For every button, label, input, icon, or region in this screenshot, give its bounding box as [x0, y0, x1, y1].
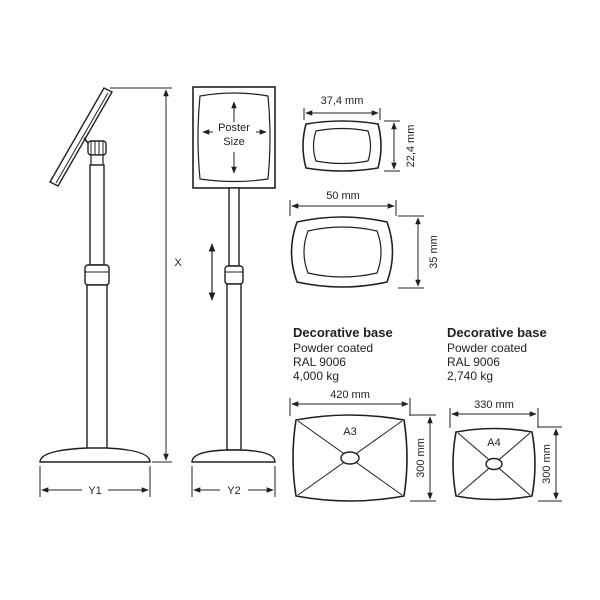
profile-small-height: 22,4 mm	[405, 125, 417, 168]
base-a3-width: 420 mm	[330, 389, 370, 401]
base-profile-1	[39, 447, 151, 463]
height-collar-2	[224, 265, 244, 285]
label-y1: Y1	[88, 485, 101, 497]
base-a3-height: 300 mm	[415, 438, 427, 478]
base-a3-spec: Decorative base Powder coated RAL 9006 4…	[293, 325, 393, 383]
base-a4-drawing: A4 330 mm 300 mm	[449, 399, 562, 502]
tilted-poster-frame	[49, 87, 113, 187]
base-a4-width: 330 mm	[474, 399, 514, 411]
stand-front-view: Poster Size	[191, 86, 276, 463]
base-a3-weight: 4,000 kg	[293, 369, 339, 383]
stand-side-view	[39, 87, 151, 463]
height-collar-1	[84, 264, 110, 286]
poster-label-line1: Poster	[218, 122, 250, 134]
base-a4-height: 300 mm	[541, 444, 553, 484]
upper-tube-2	[228, 187, 240, 267]
base-a4-title: Decorative base	[447, 325, 547, 340]
base-a4-finish: Powder coated	[447, 341, 527, 355]
profile-small-width: 37,4 mm	[321, 95, 364, 107]
lower-tube-1	[86, 284, 108, 450]
base-a4-weight: 2,740 kg	[447, 369, 493, 383]
base-profile-2	[191, 449, 276, 463]
base-a3-title: Decorative base	[293, 325, 393, 340]
base-a3-finish: Powder coated	[293, 341, 373, 355]
base-a3-color: RAL 9006	[293, 355, 346, 369]
dimension-x: X	[110, 87, 182, 463]
front-poster-frame: Poster Size	[192, 86, 276, 189]
profile-large-height: 35 mm	[428, 235, 440, 269]
profile-large-width: 50 mm	[326, 190, 360, 202]
base-a4-spec: Decorative base Powder coated RAL 9006 2…	[447, 325, 547, 383]
base-a3-size-label: A3	[343, 426, 356, 438]
dimension-y1: Y1	[39, 466, 151, 498]
lower-tube-2	[226, 283, 242, 451]
upper-tube-1	[89, 164, 105, 266]
label-x: X	[174, 257, 182, 269]
dimension-y2: Y2	[191, 466, 276, 498]
tilt-hinge-knob	[87, 140, 107, 166]
base-a3-drawing: A3 420 mm 300 mm	[289, 389, 436, 502]
poster-label-line2: Size	[223, 136, 244, 148]
base-a4-color: RAL 9006	[447, 355, 500, 369]
label-y2: Y2	[227, 485, 240, 497]
profile-large: 50 mm 35 mm	[289, 190, 440, 289]
base-a4-size-label: A4	[487, 437, 500, 449]
profile-small: 37,4 mm 22,4 mm	[302, 95, 417, 172]
